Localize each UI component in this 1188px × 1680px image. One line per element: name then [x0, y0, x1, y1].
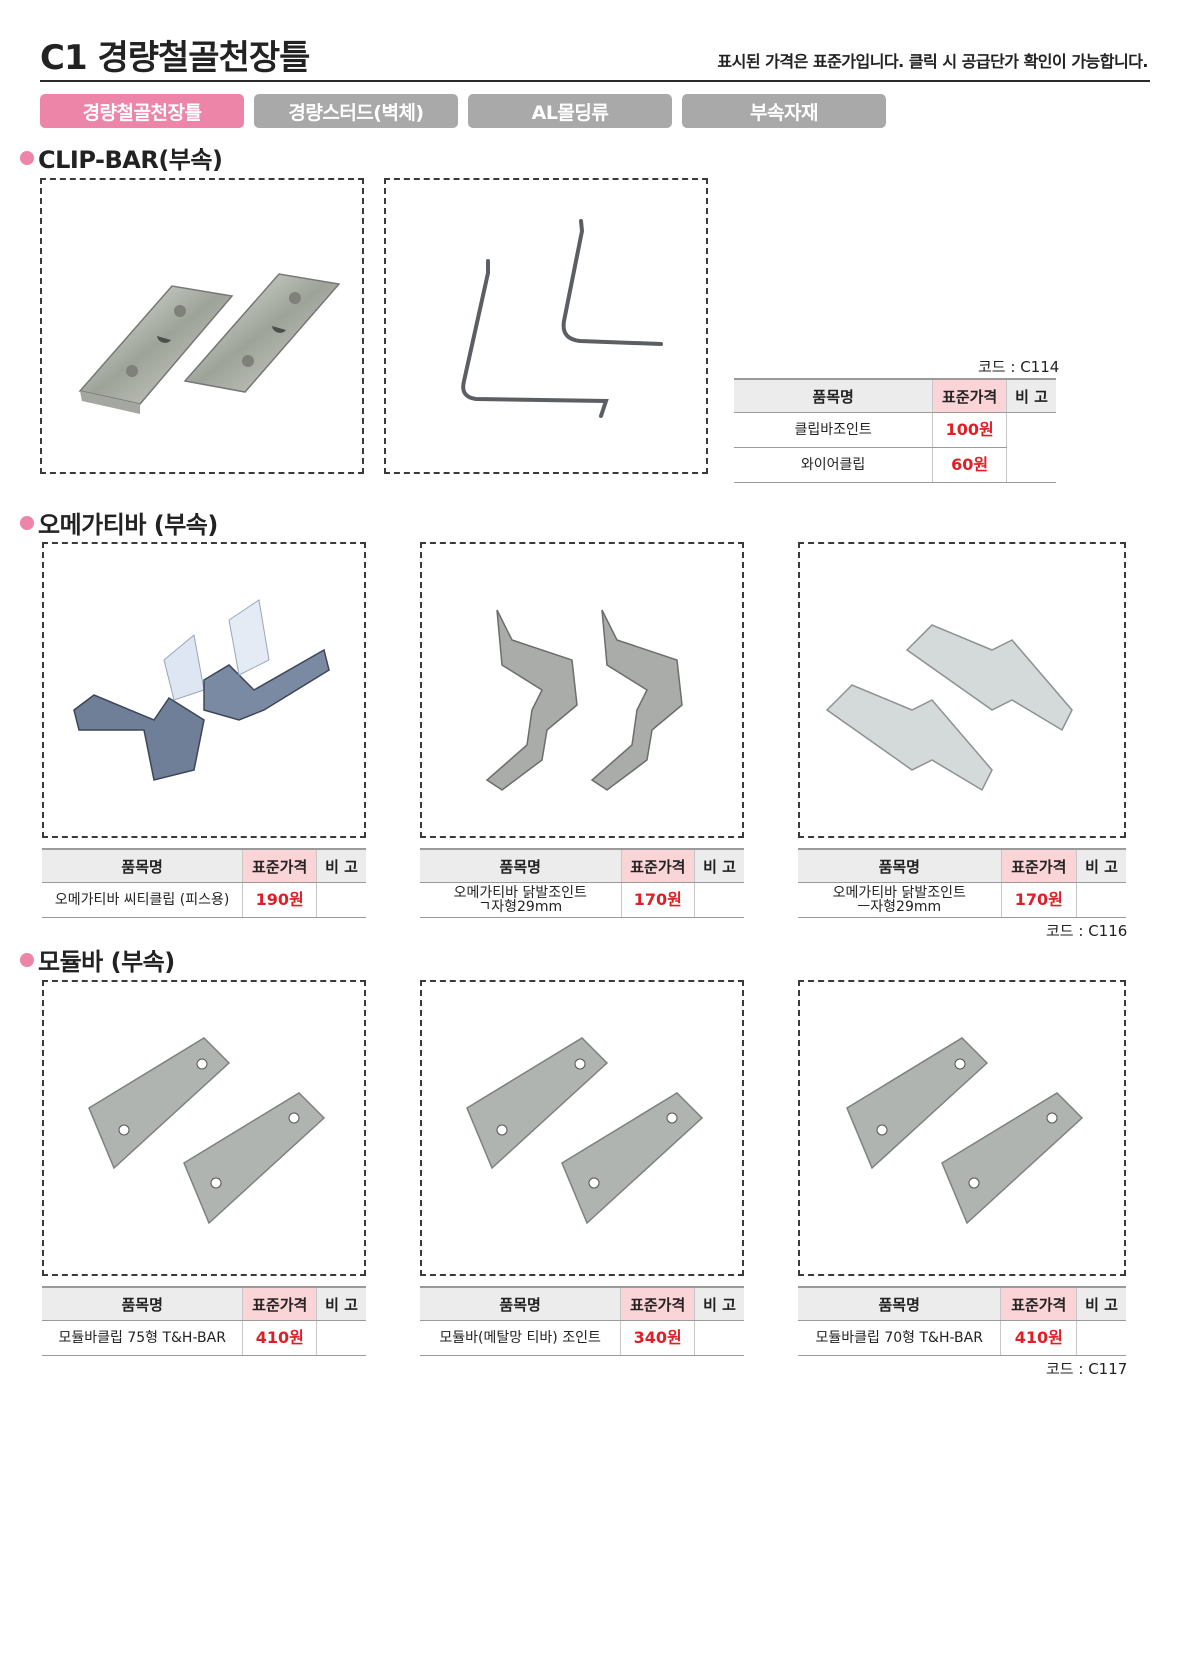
tab-al-molding[interactable]: AL몰딩류 — [468, 94, 672, 128]
col-header-note: 비 고 — [316, 1286, 366, 1321]
price-table-clip-bar: 품목명 표준가격 비 고 클립바조인트 100원 와이어클립 60원 — [734, 378, 1056, 483]
item-name: 모듈바클립 75형 T&H-BAR — [42, 1320, 243, 1356]
col-header-price: 표준가격 — [620, 1286, 695, 1321]
col-header-name: 품목명 — [42, 1286, 243, 1321]
bullet-icon — [20, 952, 34, 967]
col-header-note: 비 고 — [1076, 1286, 1126, 1321]
col-header-name: 품목명 — [420, 1286, 621, 1321]
item-note — [316, 1320, 366, 1356]
omega-joint-l-icon — [485, 609, 683, 791]
product-code: 코드 : C116 — [1046, 922, 1128, 940]
omega-joint-straight-icon — [825, 624, 1073, 792]
item-name-line2: ㄱ자형29mm — [478, 899, 563, 915]
col-header-name: 품목명 — [798, 1286, 1001, 1321]
product-code: 코드 : C114 — [978, 358, 1060, 376]
table-row[interactable]: 모듈바(메탈망 티바) 조인트 340원 — [420, 1320, 744, 1356]
col-header-note: 비 고 — [1006, 378, 1056, 413]
omega-city-clip-icon — [73, 599, 330, 781]
table-row[interactable]: 모듈바클립 75형 T&H-BAR 410원 — [42, 1320, 366, 1356]
item-name-line2: ㅡ자형29mm — [857, 899, 942, 915]
item-price[interactable]: 60원 — [932, 447, 1007, 483]
clip-bar-joint-icon — [78, 273, 341, 414]
section-title-text: CLIP-BAR(부속) — [38, 146, 223, 174]
col-header-name: 품목명 — [420, 848, 621, 883]
bullet-icon — [20, 150, 34, 165]
table-row[interactable]: 클립바조인트 100원 — [734, 412, 1056, 483]
page-title: C1 경량철골천장틀 — [40, 38, 310, 78]
col-header-name: 품목명 — [734, 378, 933, 413]
item-price[interactable]: 170원 — [620, 882, 695, 918]
section-title-clip-bar: CLIP-BAR(부속) — [20, 140, 223, 175]
item-name: 클립바조인트 — [734, 412, 933, 448]
item-name: 오메가티바 씨티클립 (피스용) — [42, 882, 243, 918]
item-name: 와이어클립 — [734, 447, 933, 483]
product-image-clip-bar-joint[interactable] — [40, 178, 364, 474]
col-header-name: 품목명 — [42, 848, 243, 883]
col-header-price: 표준가격 — [1000, 848, 1077, 883]
item-price[interactable]: 170원 — [1000, 882, 1077, 918]
section-title-module-bar: 모듈바 (부속) — [20, 942, 175, 977]
col-header-name: 품목명 — [798, 848, 1002, 883]
col-header-note: 비 고 — [316, 848, 366, 883]
item-name-line1: 오메가티바 닭발조인트 — [453, 885, 587, 901]
col-header-note: 비 고 — [1076, 848, 1126, 883]
item-note — [1076, 1320, 1126, 1356]
product-image-wire-clip[interactable] — [384, 178, 708, 474]
module-joint-plate-icon — [466, 1037, 704, 1225]
col-header-price: 표준가격 — [620, 848, 695, 883]
tab-light-stud-wall[interactable]: 경량스터드(벽체) — [254, 94, 458, 128]
item-price[interactable]: 190원 — [242, 882, 317, 918]
section-title-text: 모듈바 (부속) — [38, 948, 175, 976]
item-note — [316, 882, 366, 918]
product-code: 코드 : C117 — [1046, 1360, 1128, 1378]
table-row[interactable]: 와이어클립 60원 — [734, 447, 1056, 483]
price-table-module-2: 품목명 표준가격 비 고 모듈바(메탈망 티바) 조인트 340원 — [420, 1286, 744, 1356]
tab-light-steel-ceiling[interactable]: 경량철골천장틀 — [40, 94, 244, 128]
col-header-note: 비 고 — [694, 1286, 744, 1321]
item-note — [1076, 882, 1126, 918]
col-header-note: 비 고 — [694, 848, 744, 883]
item-price[interactable]: 340원 — [620, 1320, 695, 1356]
col-header-price: 표준가격 — [242, 848, 317, 883]
price-table-omega-1: 품목명 표준가격 비 고 오메가티바 씨티클립 (피스용) 190원 — [42, 848, 366, 918]
module-clip-plate-icon — [846, 1037, 1084, 1225]
table-row[interactable]: 오메가티바 씨티클립 (피스용) 190원 — [42, 882, 366, 918]
product-image-module-clip-70[interactable] — [798, 980, 1126, 1276]
title-divider — [40, 80, 1150, 82]
col-header-price: 표준가격 — [242, 1286, 317, 1321]
product-image-omega-city-clip[interactable] — [42, 542, 366, 838]
col-header-price: 표준가격 — [1000, 1286, 1077, 1321]
wire-clip-icon — [461, 219, 663, 418]
tab-accessories[interactable]: 부속자재 — [682, 94, 886, 128]
item-name: 모듈바(메탈망 티바) 조인트 — [420, 1320, 621, 1356]
item-note — [1006, 412, 1056, 483]
product-image-omega-joint-straight[interactable] — [798, 542, 1126, 838]
item-price[interactable]: 100원 — [932, 412, 1007, 448]
module-clip-plate-icon — [88, 1037, 326, 1225]
table-row[interactable]: 모듈바클립 70형 T&H-BAR 410원 — [798, 1320, 1126, 1356]
item-name: 모듈바클립 70형 T&H-BAR — [798, 1320, 1001, 1356]
section-title-omega-tbar: 오메가티바 (부속) — [20, 505, 218, 540]
item-price[interactable]: 410원 — [242, 1320, 317, 1356]
item-note — [694, 882, 744, 918]
product-image-module-clip-75[interactable] — [42, 980, 366, 1276]
col-header-price: 표준가격 — [932, 378, 1007, 413]
item-note — [694, 1320, 744, 1356]
item-price[interactable]: 410원 — [1000, 1320, 1077, 1356]
product-image-module-joint[interactable] — [420, 980, 744, 1276]
price-table-module-3: 품목명 표준가격 비 고 모듈바클립 70형 T&H-BAR 410원 — [798, 1286, 1126, 1356]
price-notice: 표시된 가격은 표준가입니다. 클릭 시 공급단가 확인이 가능합니다. — [717, 52, 1148, 71]
category-tabs: 경량철골천장틀 경량스터드(벽체) AL몰딩류 부속자재 — [40, 94, 886, 128]
section-title-text: 오메가티바 (부속) — [38, 511, 218, 539]
product-image-omega-joint-l[interactable] — [420, 542, 744, 838]
price-table-module-1: 품목명 표준가격 비 고 모듈바클립 75형 T&H-BAR 410원 — [42, 1286, 366, 1356]
item-name-line1: 오메가티바 닭발조인트 — [832, 885, 966, 901]
bullet-icon — [20, 515, 34, 530]
